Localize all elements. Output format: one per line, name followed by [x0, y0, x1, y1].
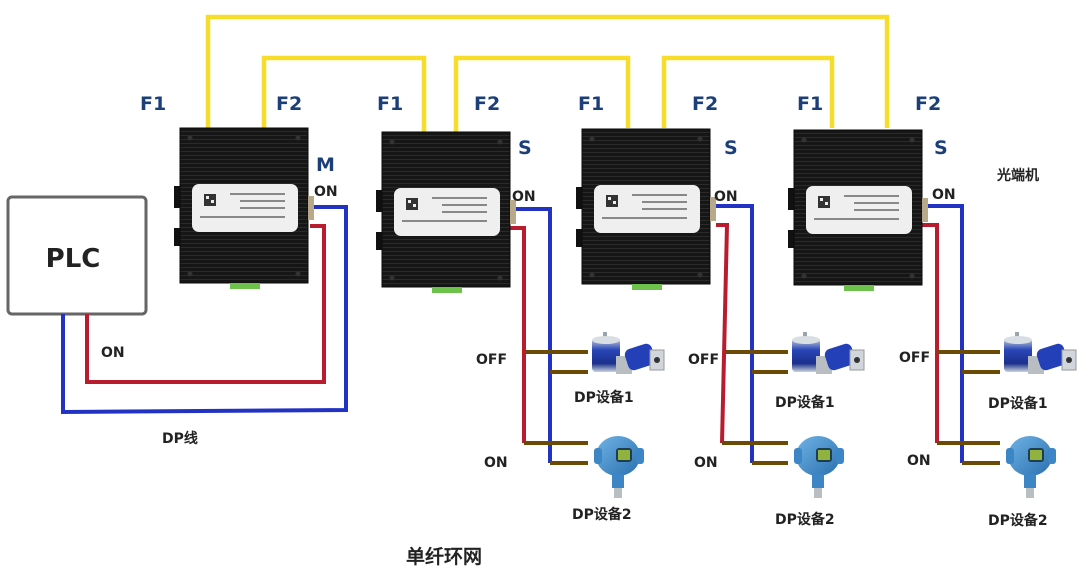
termination-label: ON	[314, 184, 338, 200]
role-label: S	[724, 137, 738, 159]
fiber-link-2-3	[453, 55, 631, 132]
fiber-transceiver-icon	[173, 127, 315, 290]
plc[interactable]: PLC	[6, 195, 148, 316]
fiber-transceiver-icon	[575, 128, 717, 291]
device2-termination-label: ON	[694, 455, 718, 471]
termination-label: ON	[932, 187, 956, 203]
device1-label: DP设备1	[574, 389, 634, 406]
role-label: M	[316, 154, 335, 176]
encoder-icon[interactable]	[1003, 331, 1077, 375]
termination-label: ON	[512, 189, 536, 205]
transceiver-slave-1[interactable]: F1 F2 S ON	[375, 93, 536, 294]
dp-branch-2: OFF DP设备1 ON DP设备2	[688, 331, 865, 528]
device1-label: DP设备1	[988, 395, 1048, 412]
dp-cable-b	[85, 224, 326, 384]
dp-branch-1-cables	[510, 207, 588, 465]
pressure-transmitter-icon[interactable]	[1006, 436, 1056, 498]
encoder-icon[interactable]	[591, 331, 665, 375]
transceiver-slave-2[interactable]: F1 F2 S ON	[575, 93, 738, 291]
fiber-ring	[205, 14, 890, 132]
device2-label: DP设备2	[988, 512, 1048, 529]
dp-branch-3: OFF DP设备1 ON DP设备2	[899, 331, 1077, 529]
port-f1-label: F1	[140, 93, 166, 115]
fiber-link-1-2	[261, 55, 427, 132]
dp-branch-3-cables	[922, 204, 1000, 465]
dp-branch-line-b	[922, 223, 939, 443]
fiber-transceiver-icon	[375, 131, 517, 294]
device1-termination-label: OFF	[476, 352, 507, 368]
device2-termination-label: ON	[484, 455, 508, 471]
dp-branch-1: OFF DP设备1 ON DP设备2	[476, 331, 665, 523]
role-label: S	[518, 137, 532, 159]
port-f2-label: F2	[276, 93, 302, 115]
device-type-label: 光端机	[996, 167, 1039, 184]
port-f2-label: F2	[915, 93, 941, 115]
termination-label: ON	[714, 189, 738, 205]
dp-branch-line-b	[716, 223, 730, 444]
dp-branch-line-a	[716, 204, 754, 463]
plc-dp-cable	[61, 205, 348, 415]
dp-branch-2-cables	[716, 204, 788, 465]
diagram-title: 单纤环网	[406, 545, 482, 568]
device1-termination-label: OFF	[899, 350, 930, 366]
dp-branch-line-b	[510, 226, 526, 443]
role-label: S	[934, 137, 948, 159]
plc-label: PLC	[46, 244, 101, 274]
pressure-transmitter-icon[interactable]	[594, 436, 644, 498]
port-f1-label: F1	[797, 93, 823, 115]
dp-cable-a	[61, 205, 348, 415]
pressure-transmitter-icon[interactable]	[794, 436, 844, 498]
dp-branch-line-a	[510, 207, 552, 463]
device2-termination-label: ON	[907, 453, 931, 469]
device1-label: DP设备1	[775, 394, 835, 411]
port-f2-label: F2	[474, 93, 500, 115]
port-f1-label: F1	[377, 93, 403, 115]
transceiver-slave-3[interactable]: F1 F2 S ON	[787, 93, 956, 292]
dp-cable-label: DP线	[162, 430, 198, 447]
dp-branch-line-a	[922, 204, 964, 463]
device2-label: DP设备2	[775, 511, 835, 528]
fiber-transceiver-icon	[787, 129, 929, 292]
fiber-outer-loop	[205, 14, 890, 128]
plc-termination-label: ON	[101, 345, 125, 361]
transceiver-master[interactable]: F1 F2 M ON	[140, 93, 338, 290]
fiber-link-3-4	[661, 55, 835, 128]
encoder-icon[interactable]	[791, 331, 865, 375]
port-f1-label: F1	[578, 93, 604, 115]
device2-label: DP设备2	[572, 506, 632, 523]
device1-termination-label: OFF	[688, 352, 719, 368]
port-f2-label: F2	[692, 93, 718, 115]
